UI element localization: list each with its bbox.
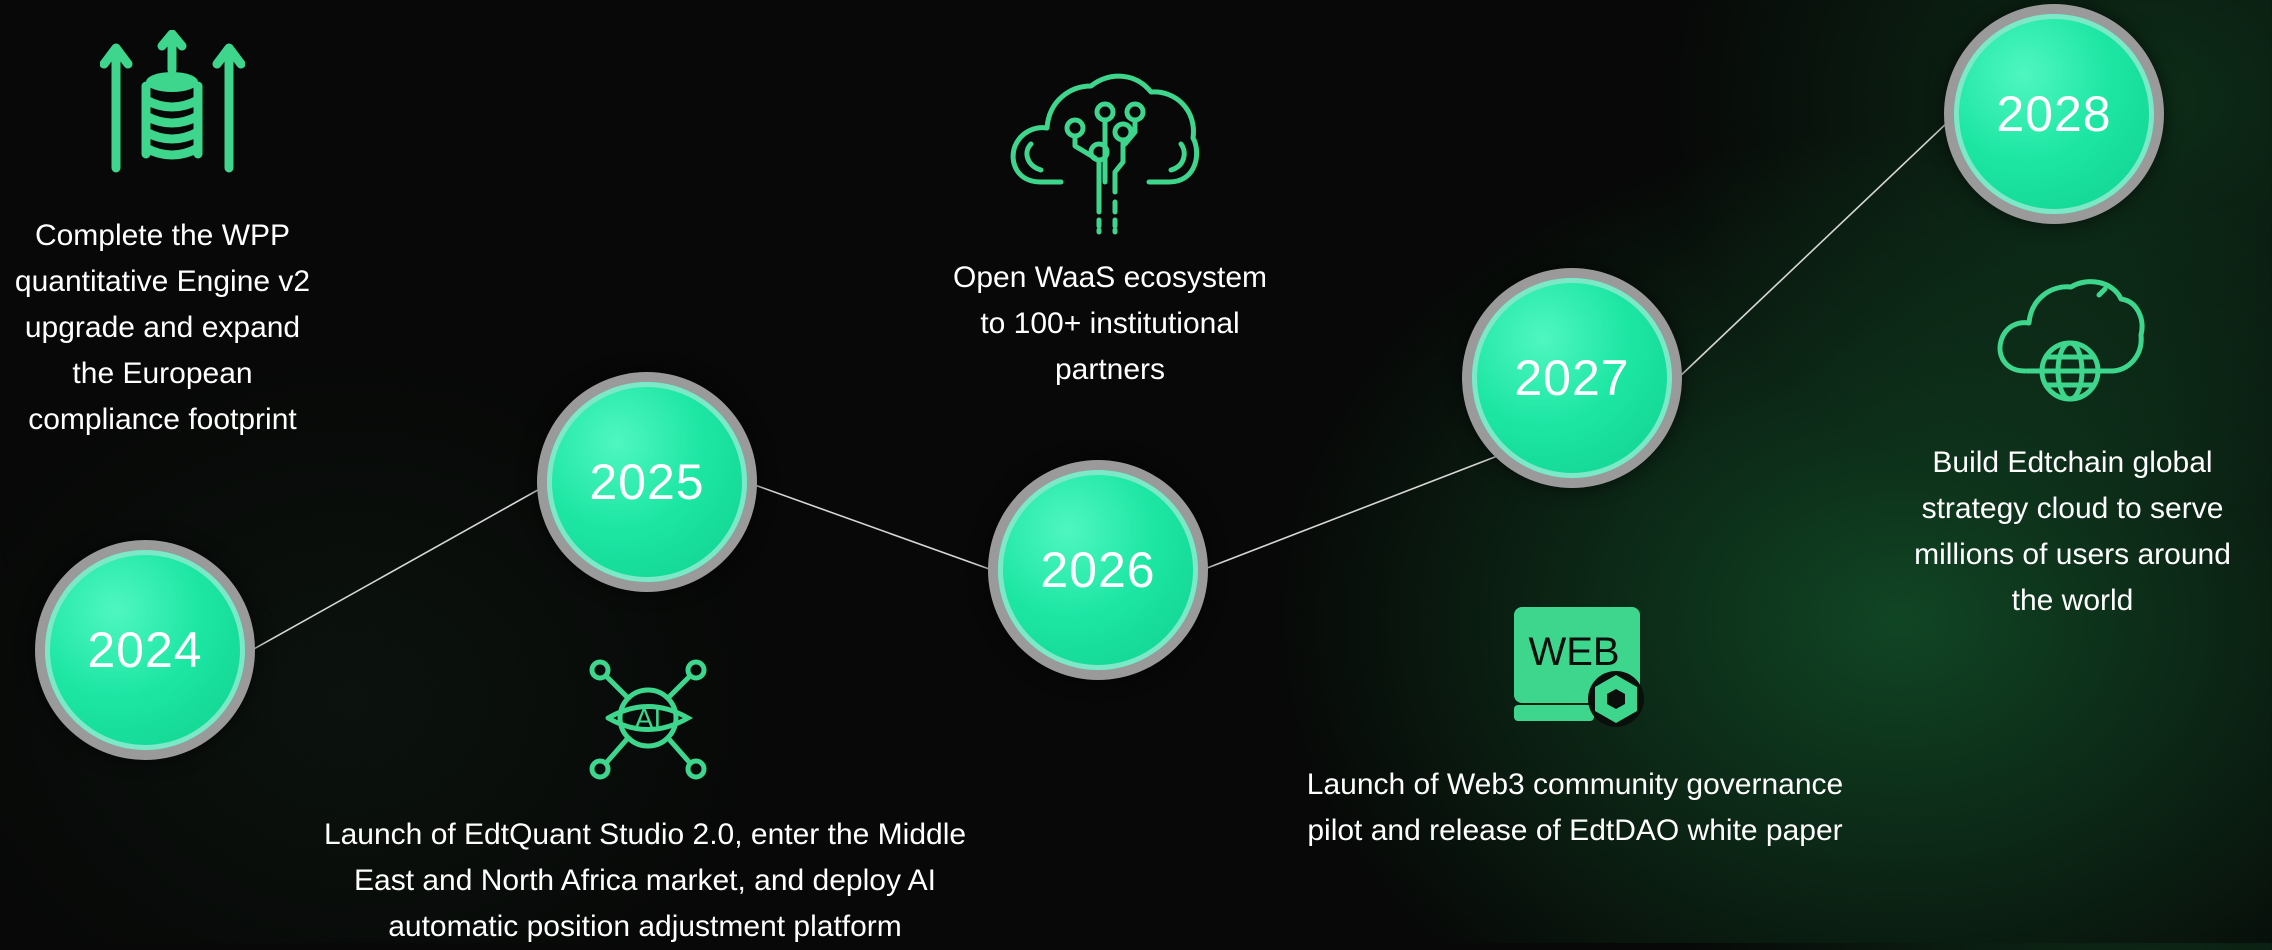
milestone-year: 2027 <box>1514 350 1630 406</box>
milestone-node-2024: 2024 <box>35 540 255 760</box>
connector-2024-2025 <box>251 485 546 651</box>
connector-2026-2027 <box>1201 454 1501 571</box>
milestone-year: 2025 <box>589 454 705 510</box>
milestone-caption: Complete the WPP quantitative Engine v2 … <box>14 219 311 436</box>
database-upgrade-icon <box>100 30 245 175</box>
cloud-globe-icon <box>1995 275 2145 405</box>
milestone-caption: Build Edtchain global strategy cloud to … <box>1914 446 2231 617</box>
milestone-node-2028: 2028 <box>1944 4 2164 224</box>
milestone-node-2026: 2026 <box>988 460 1208 680</box>
milestone-year: 2024 <box>87 622 203 678</box>
web3-settings-icon: WEB <box>1512 605 1652 730</box>
milestone-caption: Launch of EdtQuant Studio 2.0, enter the… <box>323 818 967 943</box>
cloud-circuit-icon <box>1005 62 1205 237</box>
ai-icon-label: AI <box>635 703 661 734</box>
milestone-node-2025: 2025 <box>537 372 757 592</box>
connector-2025-2026 <box>751 483 993 571</box>
ai-network-icon: AI <box>578 655 718 790</box>
milestone-node-2027: 2027 <box>1462 268 1682 488</box>
milestone-caption: Launch of Web3 community governance pilo… <box>1306 768 1844 847</box>
milestone-year: 2028 <box>1996 86 2112 142</box>
connector-2027-2028 <box>1675 119 1951 381</box>
web-icon-label: WEB <box>1528 630 1619 674</box>
milestone-caption: Open WaaS ecosystem to 100+ institutiona… <box>952 261 1268 386</box>
milestone-year: 2026 <box>1040 542 1156 598</box>
